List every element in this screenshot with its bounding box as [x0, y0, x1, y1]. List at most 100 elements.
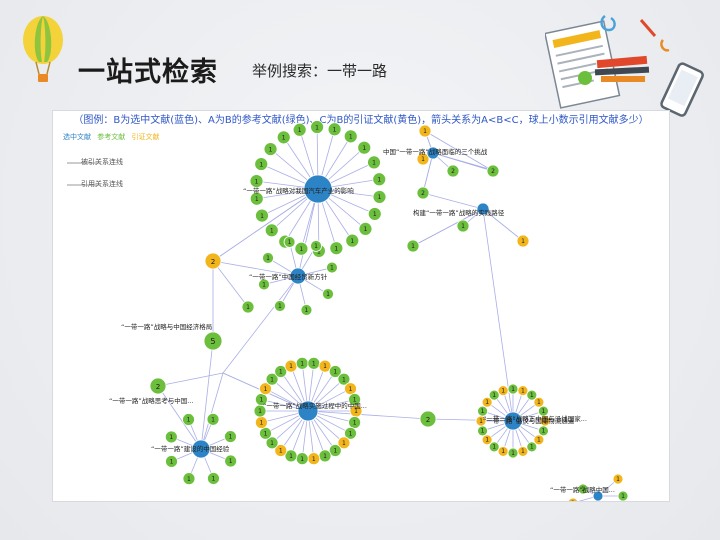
- reference-node[interactable]: 1: [207, 472, 220, 485]
- selected-hub-node[interactable]: [303, 174, 333, 204]
- reference-node[interactable]: 1: [318, 359, 332, 373]
- reference-node[interactable]: 1: [497, 446, 509, 457]
- reference-node[interactable]: 1: [292, 122, 307, 137]
- reference-node[interactable]: 1: [538, 425, 549, 437]
- reference-node[interactable]: 1: [533, 434, 545, 446]
- reference-node[interactable]: 1: [367, 155, 381, 170]
- reference-node[interactable]: 2: [416, 186, 430, 200]
- reference-node[interactable]: 1: [488, 389, 500, 401]
- reference-node[interactable]: 1: [265, 372, 279, 386]
- reference-node[interactable]: 1: [367, 207, 382, 221]
- reference-node[interactable]: 1: [357, 140, 372, 155]
- reference-node[interactable]: 1: [477, 425, 488, 437]
- reference-node[interactable]: 1: [307, 356, 321, 370]
- reference-node[interactable]: 1: [348, 416, 362, 429]
- reference-node[interactable]: 1: [264, 223, 279, 238]
- selected-hub-node[interactable]: [426, 146, 440, 160]
- reference-node[interactable]: 1: [488, 441, 500, 453]
- citation-network-panel[interactable]: （图例：B为选中文献(蓝色)、A为B的参考文献(绿色)、C为B的引证文献(黄色)…: [52, 110, 670, 502]
- reference-node[interactable]: 1: [328, 365, 342, 378]
- reference-node[interactable]: 1: [274, 300, 286, 312]
- reference-node[interactable]: 1: [516, 234, 530, 248]
- reference-node[interactable]: 1: [481, 434, 493, 446]
- reference-node[interactable]: 1: [612, 473, 624, 485]
- reference-node[interactable]: 1: [165, 455, 178, 468]
- reference-node[interactable]: 1: [295, 356, 309, 370]
- selected-hub-node[interactable]: [289, 267, 307, 285]
- reference-node[interactable]: 1: [329, 241, 344, 256]
- reference-node[interactable]: 1: [284, 359, 298, 373]
- reference-node[interactable]: 1: [497, 385, 509, 396]
- reference-node[interactable]: 1: [538, 405, 549, 417]
- reference-node[interactable]: 1: [255, 208, 269, 223]
- reference-node[interactable]: 1: [274, 365, 288, 378]
- reference-node[interactable]: 1: [507, 447, 519, 459]
- reference-node[interactable]: 1: [259, 426, 272, 440]
- reference-node[interactable]: 1: [348, 393, 362, 406]
- reference-node[interactable]: 2: [419, 410, 437, 428]
- reference-node[interactable]: 1: [456, 219, 470, 233]
- reference-node[interactable]: 1: [318, 449, 332, 463]
- reference-node[interactable]: 1: [372, 172, 387, 187]
- reference-node[interactable]: 1: [526, 389, 538, 401]
- reference-node[interactable]: 1: [337, 372, 351, 386]
- reference-node[interactable]: 5: [203, 331, 223, 351]
- reference-node[interactable]: 1: [259, 382, 272, 396]
- reference-node[interactable]: 1: [224, 454, 238, 468]
- reference-node[interactable]: 1: [617, 490, 629, 501]
- reference-node[interactable]: 1: [577, 483, 589, 495]
- reference-node[interactable]: 1: [284, 449, 298, 463]
- reference-node[interactable]: 2: [486, 164, 500, 178]
- selected-hub-node[interactable]: [297, 400, 319, 422]
- reference-node[interactable]: 1: [310, 240, 322, 252]
- reference-node[interactable]: 1: [517, 385, 529, 396]
- reference-node[interactable]: 1: [249, 191, 264, 206]
- reference-node[interactable]: 1: [295, 452, 309, 466]
- reference-node[interactable]: 1: [328, 444, 342, 457]
- reference-node[interactable]: 1: [254, 393, 268, 406]
- reference-node[interactable]: 1: [182, 472, 196, 486]
- reference-node[interactable]: 1: [517, 446, 529, 457]
- reference-node[interactable]: 1: [327, 122, 342, 137]
- reference-node[interactable]: 1: [326, 261, 338, 274]
- reference-node[interactable]: 1: [258, 278, 270, 291]
- reference-node[interactable]: 1: [274, 444, 288, 457]
- selected-hub-node[interactable]: [503, 411, 523, 431]
- reference-node[interactable]: 1: [283, 236, 296, 248]
- reference-node[interactable]: 1: [254, 416, 268, 429]
- reference-node[interactable]: 1: [343, 129, 358, 144]
- reference-node[interactable]: 1: [477, 405, 488, 417]
- reference-node[interactable]: 1: [249, 174, 264, 188]
- reference-node[interactable]: 1: [322, 288, 334, 300]
- reference-node[interactable]: 1: [300, 304, 313, 316]
- reference-node[interactable]: 1: [416, 152, 430, 166]
- reference-node[interactable]: 1: [294, 241, 309, 256]
- reference-node[interactable]: 2: [446, 164, 460, 178]
- reference-node[interactable]: 1: [344, 382, 357, 396]
- reference-node[interactable]: 1: [418, 124, 432, 138]
- reference-node[interactable]: 1: [224, 430, 237, 443]
- reference-node[interactable]: 1: [310, 120, 324, 134]
- reference-node[interactable]: 1: [164, 430, 178, 444]
- reference-node[interactable]: 1: [507, 383, 519, 395]
- reference-node[interactable]: 1: [182, 413, 195, 426]
- reference-node[interactable]: 1: [567, 497, 579, 501]
- reference-node[interactable]: 1: [526, 441, 538, 453]
- reference-node[interactable]: 1: [276, 130, 291, 145]
- reference-node[interactable]: 1: [206, 412, 220, 426]
- reference-node[interactable]: 1: [481, 396, 493, 408]
- selected-hub-node[interactable]: [191, 439, 211, 459]
- reference-node[interactable]: 2: [149, 377, 167, 395]
- selected-hub-node[interactable]: [476, 202, 490, 216]
- reference-node[interactable]: 1: [358, 222, 373, 236]
- reference-node[interactable]: 1: [254, 157, 269, 171]
- reference-node[interactable]: 1: [337, 436, 351, 450]
- reference-node[interactable]: 1: [241, 300, 255, 314]
- reference-node[interactable]: 1: [372, 190, 387, 204]
- reference-node[interactable]: 1: [344, 426, 357, 440]
- citing-node[interactable]: 2: [204, 252, 222, 270]
- reference-node[interactable]: 1: [265, 436, 279, 450]
- reference-node[interactable]: 1: [533, 396, 545, 408]
- reference-node[interactable]: 1: [262, 252, 274, 264]
